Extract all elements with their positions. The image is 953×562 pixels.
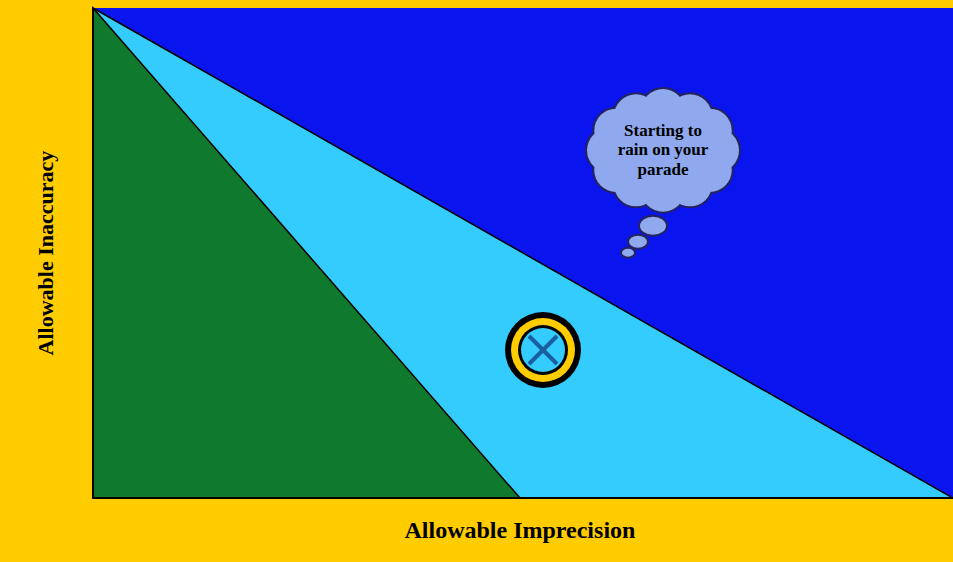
x-axis-title: Allowable Imprecision xyxy=(405,517,636,543)
dark-blue-region xyxy=(93,8,953,498)
thought-bubble xyxy=(628,234,648,248)
light-blue-region xyxy=(93,8,953,498)
cloud-text: Starting to rain on your parade xyxy=(615,121,711,180)
thought-bubble xyxy=(621,247,635,257)
target-cross xyxy=(529,336,557,364)
cloud-body xyxy=(607,109,719,192)
thought-bubble xyxy=(639,215,667,235)
green-region xyxy=(93,8,520,498)
target-ring xyxy=(511,318,575,382)
thought-cloud: Starting to rain on your parade xyxy=(587,89,739,212)
target-center xyxy=(521,328,565,372)
x-axis xyxy=(93,497,953,499)
y-axis xyxy=(92,8,94,498)
target-symbol xyxy=(505,312,581,388)
y-axis-title: Allowable Inaccuracy xyxy=(34,151,58,356)
target-ring xyxy=(518,325,568,375)
target-cross xyxy=(529,336,557,364)
target-ring xyxy=(505,312,581,388)
